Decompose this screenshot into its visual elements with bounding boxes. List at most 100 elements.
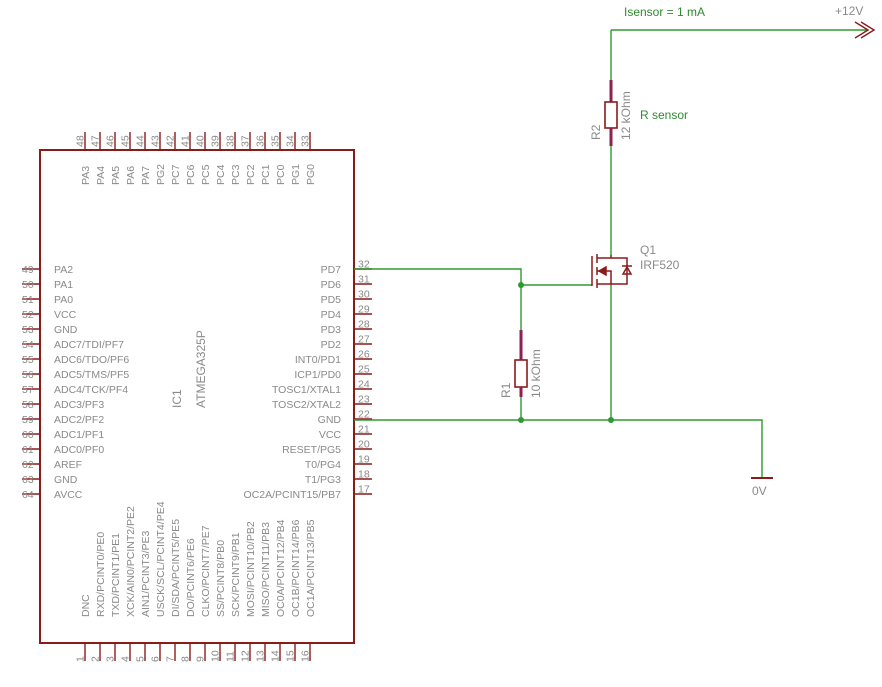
- q1-value: IRF520: [640, 258, 680, 272]
- ic1-right-pin-label: VCC: [319, 429, 342, 441]
- ic1-top-pin-number: 44: [135, 135, 147, 147]
- r2-symbol: [604, 80, 618, 146]
- r1-name: R1: [499, 382, 513, 398]
- ic1-bottom-pin-label: SCK/PCINT9/PB1: [230, 532, 242, 617]
- ic1-bottom-pin-number: 10: [210, 650, 222, 662]
- ic1-left-pin-label: ADC4/TCK/PF4: [54, 384, 128, 396]
- ic1-top-pin-label: PA4: [95, 166, 107, 185]
- q1-arrow-icon: [597, 265, 607, 277]
- ic1-bottom-pin-number: 7: [165, 656, 177, 662]
- ic1-left-pin-label: ADC2/PF2: [54, 414, 104, 426]
- ic1-bottom-pin-number: 3: [105, 656, 117, 662]
- ic1-bottom-pin-number: 5: [135, 656, 147, 662]
- ic1-left-pin-label: ADC5/TMS/PF5: [54, 369, 129, 381]
- q1-diode-frame: [611, 257, 628, 285]
- ic1-bottom-pin-label: DNC: [80, 594, 92, 617]
- ic1-name: IC1: [170, 389, 184, 408]
- ic1-left-pin-number: 62: [22, 459, 34, 471]
- r1-symbol: [514, 330, 528, 397]
- ground-label: 0V: [752, 484, 767, 498]
- ic1-left-pin-number: 63: [22, 474, 34, 486]
- r2-value: 12 kOhm: [619, 91, 633, 140]
- ic1-left-pin-number: 54: [22, 339, 34, 351]
- ic1-bottom-pin-label: RXD/PCINT0/PE0: [95, 532, 107, 617]
- ic1-right-pin-label: TOSC1/XTAL1: [272, 384, 341, 396]
- ic1-top-pin-number: 43: [150, 135, 162, 147]
- ic1-right-pin-number: 22: [358, 409, 370, 421]
- ic1-right-pin-number: 27: [358, 334, 370, 346]
- ic1-bottom-pin-label: OC1B/PCINT14/PB6: [290, 519, 302, 617]
- ic1-left-pin-number: 64: [22, 489, 34, 501]
- ic1-top-pin-number: 45: [120, 135, 132, 147]
- ic1-top-pin-number: 38: [225, 135, 237, 147]
- r2-body: [604, 101, 618, 129]
- ic1-top-pin-label: PA3: [80, 166, 92, 185]
- ic1-right-pin-number: 29: [358, 304, 370, 316]
- ic1-bottom-pin-label: TXD/PCINT1/PE1: [110, 533, 122, 617]
- ic1-bottom-pin-label: AIN1/PCINT3/PE3: [140, 530, 152, 617]
- ic1-bottom-pin-number: 16: [300, 650, 312, 662]
- junction-r1-gnd: [518, 417, 524, 423]
- ic1-left-pin-number: 61: [22, 444, 34, 456]
- ic1-top-pin-number: 33: [300, 135, 312, 147]
- ic1-top-pin-label: PG0: [305, 164, 317, 185]
- r2-name: R2: [589, 124, 603, 140]
- supply-12v-symbol: [854, 21, 876, 39]
- ic1-left-pin-label: VCC: [54, 309, 77, 321]
- ic1-bottom-pin-number: 14: [270, 650, 282, 662]
- ic1-top-pin-label: PA7: [140, 166, 152, 185]
- ic1-left-pin-number: 58: [22, 399, 34, 411]
- ic1-left-pin-number: 49: [22, 264, 34, 276]
- ic1-top-pin-label: PA6: [125, 166, 137, 185]
- ic1-left-pin-number: 55: [22, 354, 34, 366]
- ic1-top-pin-number: 37: [240, 135, 252, 147]
- r1-value: 10 kOhm: [529, 349, 543, 398]
- wires: [354, 29, 868, 478]
- ic1-bottom-pin-number: 12: [240, 650, 252, 662]
- ic1-bottom-pin-number: 4: [120, 656, 132, 662]
- ic1-right-pin-label: ICP1/PD0: [294, 369, 341, 381]
- junctions: [518, 282, 614, 423]
- ic1-top-pin-number: 47: [90, 135, 102, 147]
- r1-body: [514, 359, 528, 388]
- ic1-bottom-pin-label: MISO/PCINT11/PB3: [260, 522, 272, 617]
- ic1-bottom-pin-number: 13: [255, 650, 267, 662]
- ic1-value: ATMEGA325P: [194, 330, 208, 408]
- supply-arrow-icon: [854, 21, 870, 39]
- ic1-bottom-pin-label: USCK/SCL/PCINT4/PE4: [155, 501, 167, 617]
- r-sensor-label: R sensor: [640, 108, 688, 122]
- ic1-right-pin-label: PD7: [321, 264, 342, 276]
- ic1-right-pin-number: 26: [358, 349, 370, 361]
- ic1-top-pins: 48PA347PA446PA545PA644PA743PG242PC741PC6…: [75, 132, 317, 185]
- ic1-top-pin-number: 41: [180, 135, 192, 147]
- junction-gate: [518, 282, 524, 288]
- ic1-left-pin-number: 59: [22, 414, 34, 426]
- ic1-bottom-pin-label: MOSI/PCINT10/PB2: [245, 521, 257, 617]
- ic1-bottom-pin-number: 1: [75, 656, 87, 662]
- ic1-right-pin-number: 24: [358, 379, 370, 391]
- ic1-left-pin-number: 56: [22, 369, 34, 381]
- ic1-right-pin-number: 20: [358, 439, 370, 451]
- ic1-left-pin-label: ADC6/TDO/PF6: [54, 354, 129, 366]
- ic1-top-pin-label: PC1: [260, 164, 272, 185]
- ic1-right-pin-label: PD6: [321, 279, 342, 291]
- ic1-left-pin-number: 53: [22, 324, 34, 336]
- ic1-left-pin-number: 57: [22, 384, 34, 396]
- ic1-top-pin-label: PC6: [185, 164, 197, 185]
- ic1-top-pin-number: 34: [285, 135, 297, 147]
- ic1-right-pin-label: GND: [318, 414, 342, 426]
- ic1-right-pin-number: 18: [358, 469, 370, 481]
- ic1-left-pin-label: PA1: [54, 279, 73, 291]
- ic1-top-pin-label: PC2: [245, 164, 257, 185]
- q1-diode-icon: [621, 265, 633, 275]
- ic1-right-pin-label: T1/PG3: [305, 474, 341, 486]
- ic1-top-pin-number: 42: [165, 135, 177, 147]
- ic1-left-pin-label: PA0: [54, 294, 73, 306]
- ic1-bottom-pin-number: 2: [90, 656, 102, 662]
- ic1-right-pin-label: RESET/PG5: [282, 444, 341, 456]
- ic1-bottom-pin-number: 6: [150, 656, 162, 662]
- ic1-left-pin-label: ADC0/PF0: [54, 444, 104, 456]
- ic1-top-pin-number: 35: [270, 135, 282, 147]
